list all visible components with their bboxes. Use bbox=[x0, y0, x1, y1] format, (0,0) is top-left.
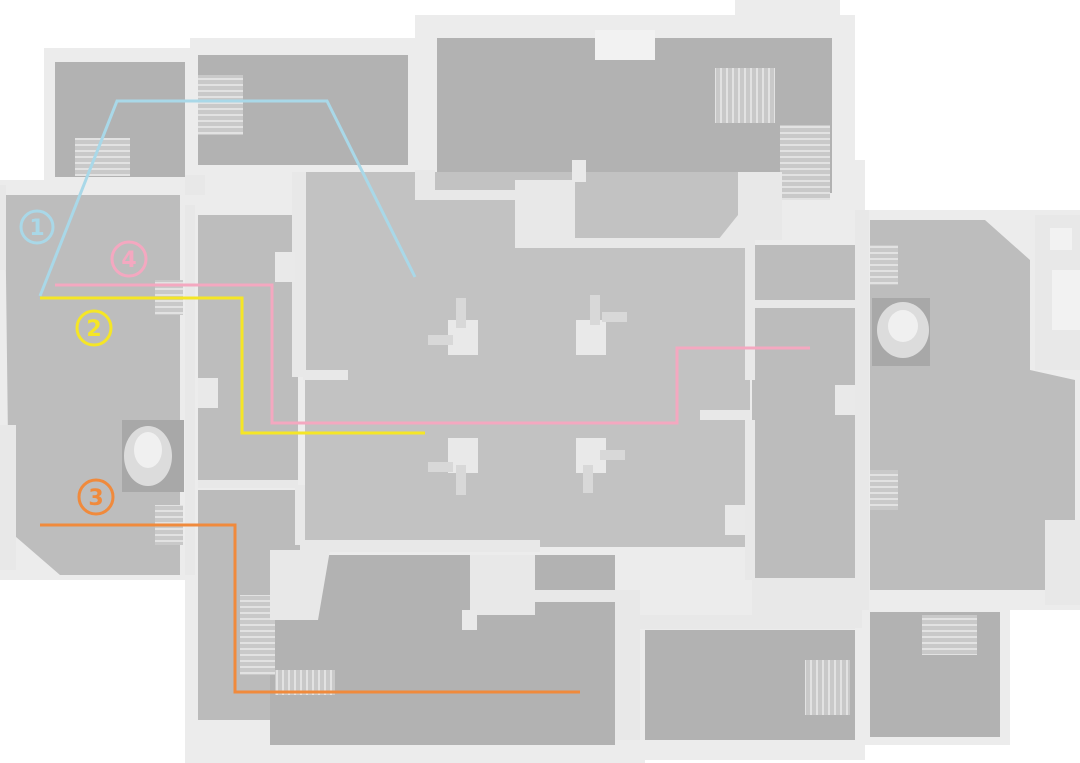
stairs-south-east bbox=[805, 660, 850, 715]
route-1-path bbox=[38, 99, 417, 297]
stairs-top-right-2 bbox=[780, 125, 830, 200]
route-marker-2: 2 bbox=[75, 309, 113, 347]
room-floors bbox=[5, 38, 1075, 745]
route-marker-3-label: 3 bbox=[88, 486, 103, 511]
stairs-top-right bbox=[715, 68, 775, 123]
route-marker-1-label: 1 bbox=[29, 216, 44, 241]
room-south-center bbox=[270, 555, 615, 745]
route-marker-3: 3 bbox=[77, 478, 115, 516]
stairs-east-1 bbox=[870, 245, 898, 285]
stairs-south-west bbox=[240, 595, 275, 675]
route-lines bbox=[38, 99, 810, 694]
route-marker-2-label: 2 bbox=[86, 317, 101, 342]
route-marker-4: 4 bbox=[110, 240, 148, 278]
route-marker-1: 1 bbox=[19, 209, 55, 245]
stairs-east-2 bbox=[870, 470, 898, 510]
interior-walls bbox=[0, 170, 1080, 740]
route-4-path bbox=[55, 283, 810, 425]
statue-east bbox=[872, 298, 930, 366]
route-3-path bbox=[40, 523, 580, 694]
statue-west bbox=[122, 420, 184, 492]
cover-objects bbox=[198, 30, 1080, 630]
staircases bbox=[75, 68, 977, 715]
stairs-south-east-small bbox=[922, 615, 977, 655]
stairs-top-corridor bbox=[198, 75, 243, 135]
route-marker-4-label: 4 bbox=[121, 248, 136, 273]
route-2-path bbox=[40, 296, 425, 435]
room-west bbox=[5, 195, 180, 575]
stairs-top-left bbox=[75, 138, 130, 176]
